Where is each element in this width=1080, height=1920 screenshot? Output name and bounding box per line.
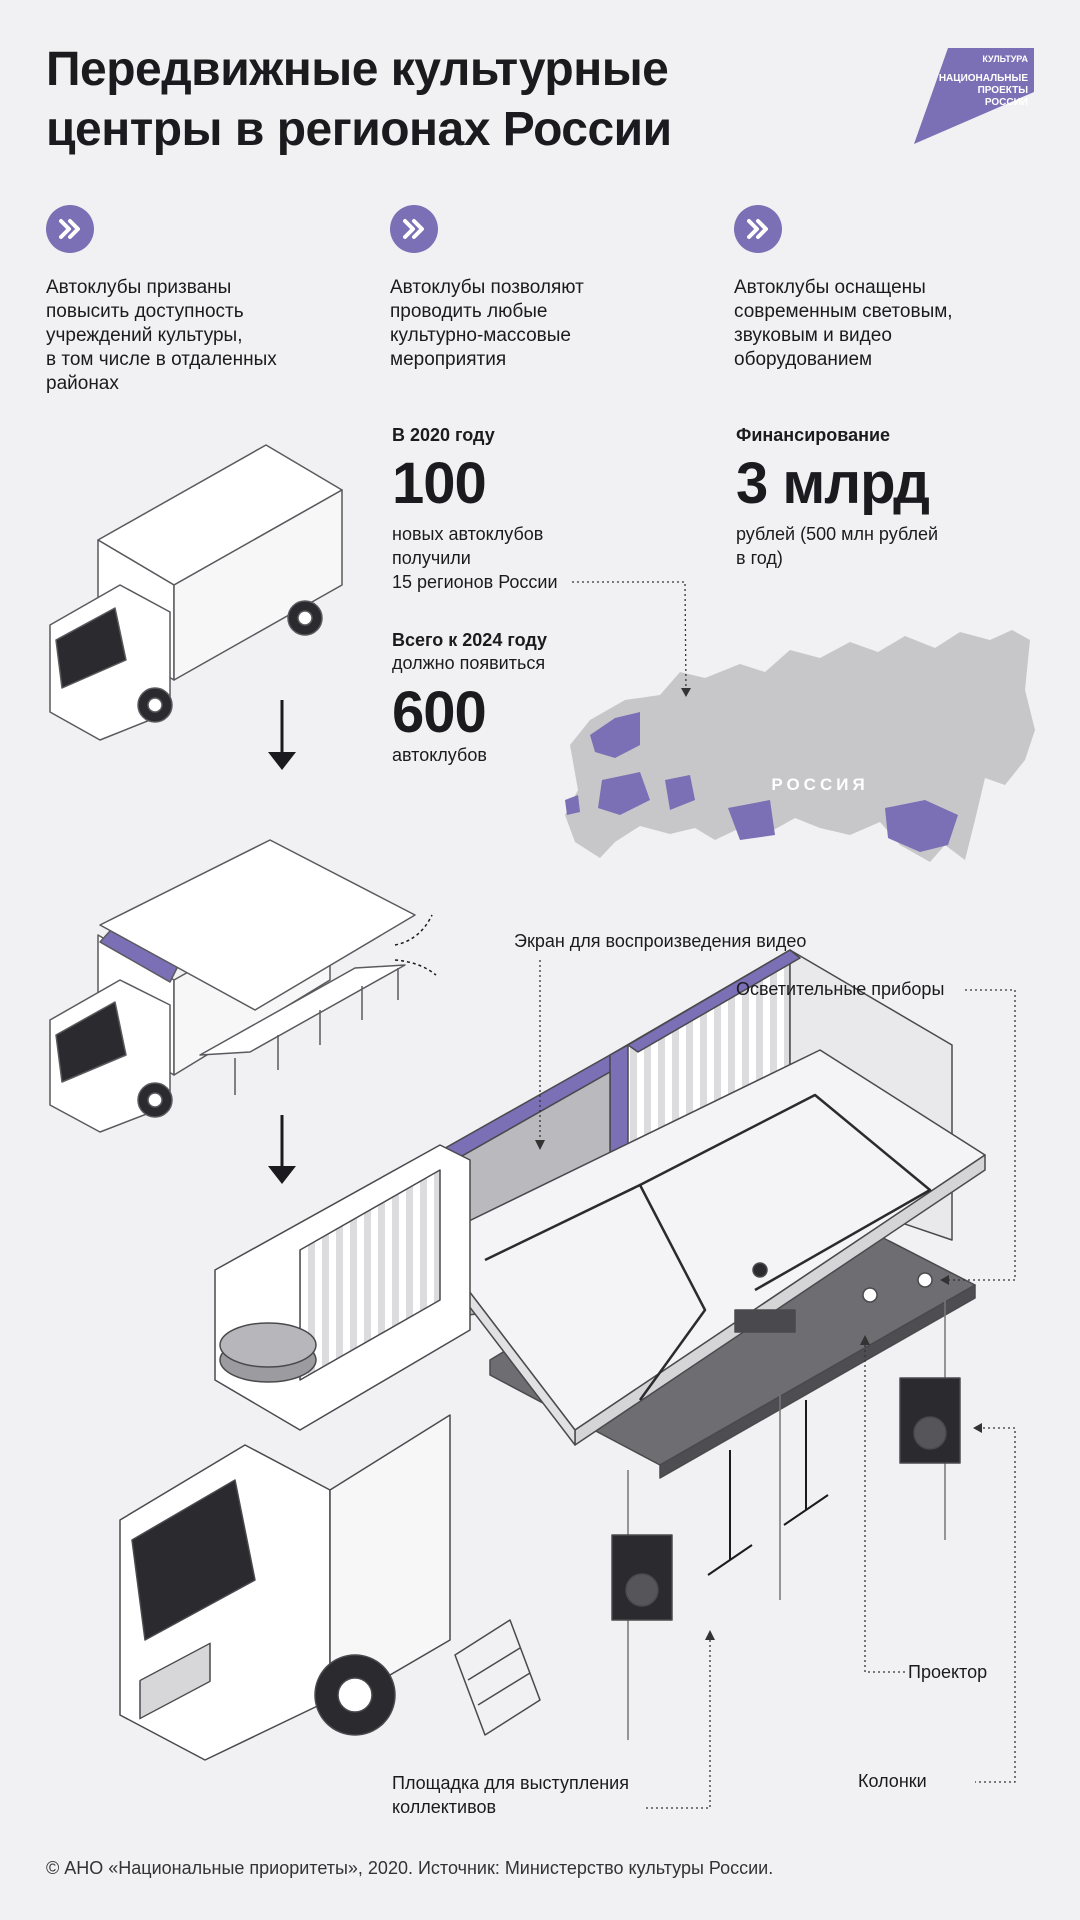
stat-2020-desc: новых автоклубов получили 15 регионов Ро… [392,522,558,594]
stat-2024: Всего к 2024 году должно появиться 600 а… [392,630,547,767]
feature-2-line: мероприятия [390,349,507,370]
stat-2020-value: 100 [392,451,487,516]
callout-stage-line: коллективов [392,1797,497,1817]
callout-screen: Экран для воспроизведения видео [514,931,807,951]
logo-line-3: РОССИИ [985,97,1028,108]
logo-line-2: ПРОЕКТЫ [978,85,1029,96]
logo-shape [914,48,1034,144]
unfold-arrows-icon [394,914,437,976]
footer-source: © АНО «Национальные приоритеты», 2020. И… [46,1858,774,1878]
stat-funding-label: Финансирование [736,425,891,445]
feature-1-line: Автоклубы призваны [46,277,232,298]
callout-lights: Осветительные приборы [736,979,945,999]
feature-3-line: Автоклубы оснащены [734,277,926,298]
feature-1-line: районах [46,373,119,394]
map-label: РОССИЯ [771,775,868,794]
stat-2024-label-2: должно появиться [392,653,546,673]
feature-2-line: проводить любые [390,301,548,322]
feature-3-line: современным световым, [734,301,953,322]
feature-2-line: Автоклубы позволяют [390,277,584,298]
stat-2024-value: 600 [392,680,487,745]
double-chevron-right-icon [46,205,94,253]
callout-stage: Площадка для выступления коллективов [392,1771,629,1819]
truck-opening-illustration [49,839,416,1133]
callout-lines [539,960,1016,1809]
projector-device [734,1309,796,1333]
double-chevron-right-icon [390,205,438,253]
feature-3: Автоклубы оснащены современным световым,… [734,205,1034,372]
down-arrow-icon [268,700,296,770]
feature-2: Автоклубы позволяют проводить любые куль… [390,205,690,372]
stat-funding-line: в год) [736,548,783,568]
feature-2-text: Автоклубы позволяют проводить любые куль… [390,276,690,372]
stat-funding: Финансирование 3 млрд рублей (500 млн ру… [736,425,938,570]
truck-closed-illustration [49,444,343,741]
truck-stage-illustration [119,949,986,1761]
feature-1: Автоклубы призваны повысить доступность … [46,205,346,396]
page-title: Передвижные культурные центры в регионах… [46,40,806,160]
stat-2024-label-1: Всего к 2024 году [392,630,548,650]
callout-arrowheads [535,1140,982,1640]
stat-2020-line: получили [392,548,471,568]
russia-map: РОССИЯ [565,630,1035,862]
callout-stage-line: Площадка для выступления [392,1773,629,1793]
title-line-2: центры в регионах России [46,103,672,156]
callout-projector: Проектор [908,1662,988,1682]
feature-2-line: культурно-массовые [390,325,571,346]
stat-2024-unit: автоклубов [392,745,487,765]
feature-3-line: оборудованием [734,349,873,370]
logo-top-text: КУЛЬТУРА [982,54,1028,64]
feature-1-line: учреждений культуры, [46,325,243,346]
stat-funding-line: рублей (500 млн рублей [736,524,939,544]
truck-windshield [131,1479,256,1641]
double-chevron-right-icon [734,205,782,253]
feature-1-text: Автоклубы призваны повысить доступность … [46,276,346,396]
map-callout-line [572,581,687,693]
feature-3-text: Автоклубы оснащены современным световым,… [734,276,1034,372]
stat-2020: В 2020 году 100 новых автоклубов получил… [392,425,558,594]
stat-funding-value: 3 млрд [736,451,930,516]
stat-funding-desc: рублей (500 млн рублей в год) [736,522,938,570]
feature-1-line: повысить доступность [46,301,244,322]
stat-2020-line: 15 регионов России [392,572,558,592]
stat-2020-line: новых автоклубов [392,524,544,544]
title-line-1: Передвижные культурные [46,43,669,96]
feature-3-line: звуковым и видео [734,325,892,346]
map-callout-arrow [681,688,691,697]
callout-speakers: Колонки [858,1771,927,1791]
down-arrow-icon [268,1115,296,1184]
logo-line-1: НАЦИОНАЛЬНЫЕ [939,73,1028,84]
stat-2020-label: В 2020 году [392,425,495,445]
national-projects-logo: КУЛЬТУРА НАЦИОНАЛЬНЫЕ ПРОЕКТЫ РОССИИ [914,48,1034,144]
feature-1-line: в том числе в отдаленных [46,349,277,370]
